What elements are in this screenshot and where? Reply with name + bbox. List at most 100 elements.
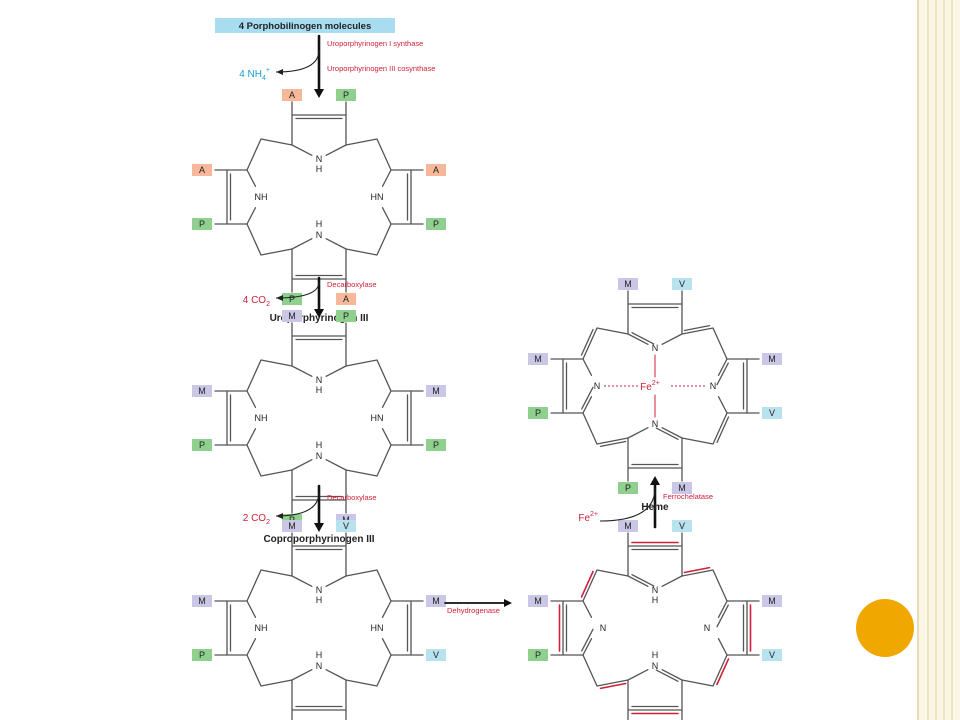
- substituent-label: P: [535, 650, 541, 660]
- bond-line: [246, 569, 293, 602]
- double-bond-line: [716, 604, 729, 628]
- bond-line: [345, 569, 392, 602]
- bond-line: [582, 327, 629, 360]
- substituent-box: [672, 482, 692, 494]
- byproduct-curve: [275, 491, 320, 517]
- substituent-box: [618, 278, 638, 290]
- nitrogen-label: N: [316, 230, 323, 240]
- enzyme-label: Uroporphyrinogen III cosynthase: [327, 64, 435, 73]
- substituent-label: P: [433, 219, 439, 229]
- substituent-label: A: [199, 165, 205, 175]
- bond-line: [291, 459, 313, 471]
- molecule-name: Uroporphyrinogen III: [270, 313, 369, 324]
- bond-line: [582, 638, 593, 656]
- bond-line: [381, 169, 392, 187]
- bond-line: [661, 575, 683, 587]
- bond-line: [345, 654, 392, 687]
- substituent-box: [192, 649, 212, 661]
- substituent-box: [192, 218, 212, 230]
- bond-line: [226, 390, 247, 446]
- bond-line: [325, 459, 347, 471]
- hydrogen-label: H: [652, 595, 659, 605]
- byproduct-formula: 4 NH: [239, 69, 262, 80]
- bond-line: [291, 669, 313, 681]
- double-bond-line: [655, 669, 679, 682]
- byproduct-label: 4 NH4+: [239, 67, 270, 82]
- double-bond-line: [580, 328, 594, 356]
- enzyme-label: Decarboxylase: [327, 280, 377, 289]
- bond-line: [391, 600, 412, 656]
- bond-line: [246, 600, 257, 618]
- bond-line: [627, 575, 649, 587]
- nitrogen-label: N: [316, 375, 323, 385]
- double-bond-line: [581, 386, 594, 410]
- substituent-box: [282, 520, 302, 532]
- nitrogen-label: N: [594, 381, 601, 391]
- bond-line: [246, 169, 257, 187]
- bond-line: [582, 654, 629, 687]
- double-bond-line: [580, 570, 594, 598]
- bond-line: [582, 600, 593, 618]
- double-bond-line: [599, 440, 627, 448]
- substituent-label: M: [624, 279, 632, 289]
- byproduct-label: 4 CO2: [243, 295, 270, 308]
- bond-line: [291, 680, 347, 711]
- bond-line: [627, 680, 683, 711]
- hydrogen-label: H: [316, 440, 323, 450]
- double-bond-line: [581, 628, 594, 652]
- substituent-box: [618, 520, 638, 532]
- double-bond-line: [683, 324, 711, 332]
- substituent-label: V: [679, 521, 685, 531]
- bond-line: [582, 412, 629, 445]
- bond-line: [345, 223, 392, 256]
- bond-line: [246, 428, 257, 446]
- nitrogen-label: N: [652, 585, 659, 595]
- nitrogen-label: NH: [255, 623, 268, 633]
- substituent-label: M: [198, 386, 206, 396]
- substituent-box: [336, 293, 356, 305]
- hydrogen-label: H: [316, 164, 323, 174]
- byproduct-label: 2 CO2: [243, 513, 270, 526]
- substituent-label: V: [769, 408, 775, 418]
- hydrogen-label: H: [652, 650, 659, 660]
- substituent-label: M: [288, 521, 296, 531]
- substituent-label: M: [624, 521, 632, 531]
- substituent-box: [762, 595, 782, 607]
- bond-line: [246, 207, 257, 225]
- bond-line: [291, 238, 313, 250]
- bond-line: [717, 600, 728, 618]
- bond-line: [381, 600, 392, 618]
- substituent-label: M: [768, 596, 776, 606]
- substituent-box: [282, 89, 302, 101]
- bond-line: [681, 412, 728, 445]
- right-frame-panel: [918, 0, 960, 720]
- enzyme-label: Uroporphyrinogen I synthase: [327, 39, 423, 48]
- nitrogen-label: N: [316, 451, 323, 461]
- substituent-box: [336, 310, 356, 322]
- bond-line: [291, 335, 347, 366]
- metal-label: Fe2+: [640, 380, 660, 393]
- bond-line: [226, 169, 247, 225]
- bond-line: [325, 144, 347, 156]
- double-bond-line: [683, 566, 711, 574]
- bond-line: [717, 358, 728, 376]
- byproduct-arrowhead: [276, 513, 283, 519]
- substituent-label: P: [433, 440, 439, 450]
- byproduct-curve: [275, 49, 320, 73]
- byproduct-subscript: 2: [266, 301, 270, 308]
- substituent-box: [762, 353, 782, 365]
- substituent-label: P: [535, 408, 541, 418]
- nitrogen-label: N: [316, 585, 323, 595]
- substituent-label: A: [343, 294, 349, 304]
- bond-line: [562, 600, 583, 656]
- arrow-head: [650, 476, 660, 485]
- bond-line: [717, 638, 728, 656]
- arrow-head: [314, 309, 324, 318]
- bond-line: [246, 390, 257, 408]
- bond-line: [727, 600, 748, 656]
- bond-line: [627, 333, 649, 345]
- bond-line: [391, 169, 412, 225]
- substituent-box: [672, 520, 692, 532]
- nitrogen-label: N: [652, 661, 659, 671]
